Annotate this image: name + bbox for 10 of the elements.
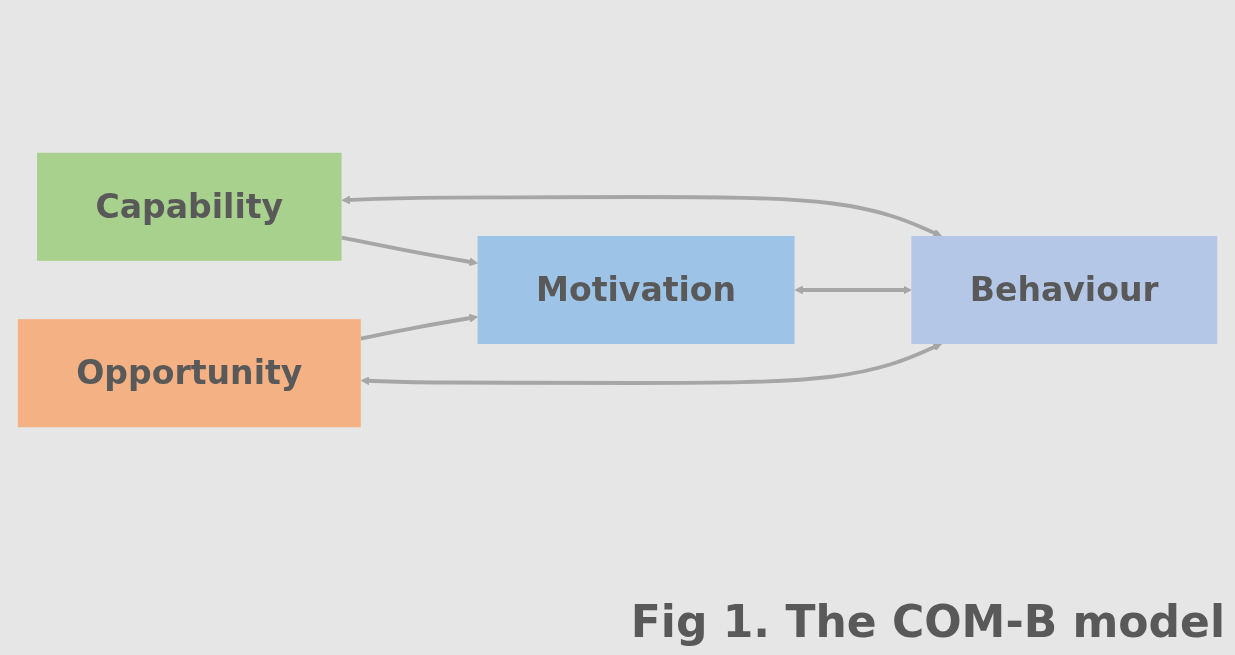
- arrow: [360, 343, 942, 386]
- caption: Fig 1. The COM-B model: [630, 596, 1225, 647]
- node-box: Capability: [37, 152, 342, 261]
- arrow: [794, 285, 912, 295]
- node-box: Motivation: [477, 236, 795, 344]
- node-box: Behaviour: [911, 236, 1218, 344]
- arrow: [360, 313, 478, 341]
- node-box: Opportunity: [17, 319, 361, 428]
- arrow: [341, 235, 478, 267]
- arrow: [341, 195, 942, 237]
